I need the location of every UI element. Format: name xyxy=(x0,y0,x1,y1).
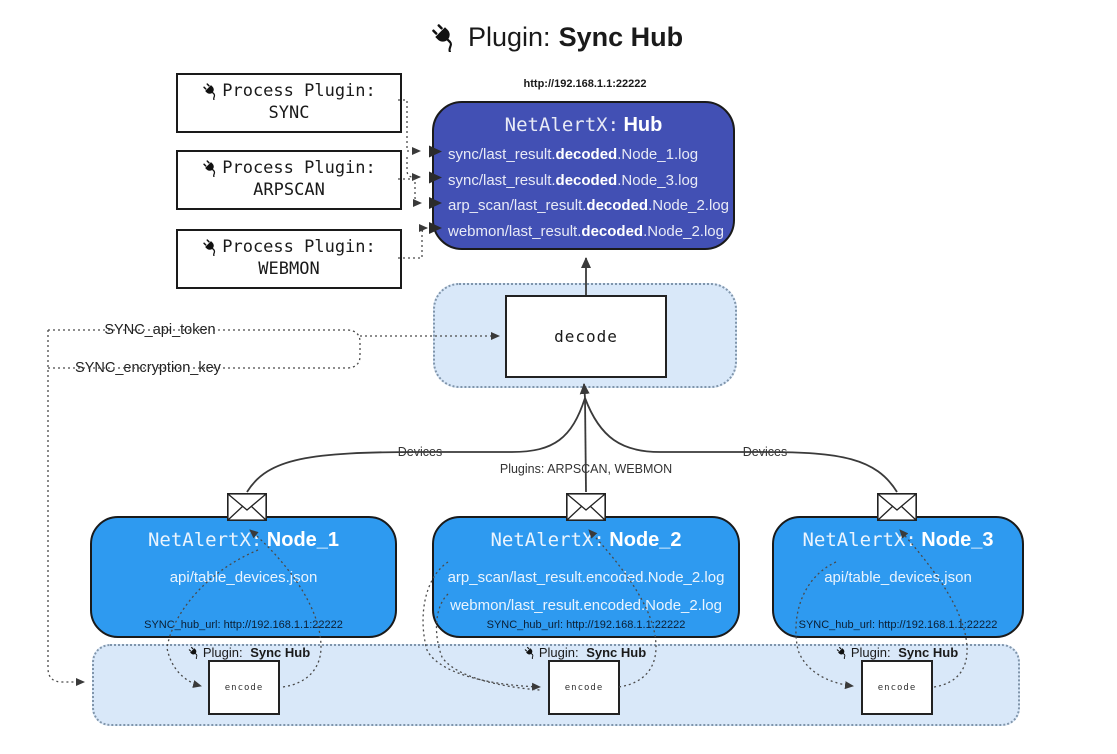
node-file-line: webmon/last_result.encoded.Node_2.log xyxy=(450,597,722,614)
hub-file-line: arp_scan/last_result.decoded.Node_2.log xyxy=(448,197,729,214)
hub-file-line: sync/last_result.decoded.Node_3.log xyxy=(448,171,699,189)
edge-node2-to-decode xyxy=(584,397,587,493)
hub-file-line: webmon/last_result.decoded.Node_2.log xyxy=(448,222,724,240)
hub-file-line: sync/last_result.decoded.Node_1.log xyxy=(448,146,699,163)
edge-secrets-joiner xyxy=(347,329,361,369)
node-box-node2: NetAlertX: Node_2 arp_scan/last_result.e… xyxy=(432,516,740,638)
page-title-bold: Sync Hub xyxy=(558,21,684,52)
plug-icon xyxy=(202,82,221,100)
process-plugin-box-webmon: Process Plugin: WEBMON xyxy=(176,229,402,289)
node-title: NetAlertX: Node_2 xyxy=(490,529,682,551)
sync-api-token-label: SYNC_api_token xyxy=(101,322,219,338)
sync-encryption-key-label: SYNC_encryption_key xyxy=(72,360,224,376)
plug-icon xyxy=(523,646,537,659)
encoder-plugin-label-1: Plugin: Sync Hub xyxy=(187,645,310,660)
encode-box-3: encode xyxy=(861,660,933,715)
plug-icon xyxy=(430,22,460,52)
node-hub-url: SYNC_hub_url: http://192.168.1.1:22222 xyxy=(144,619,343,631)
hub-box: NetAlertX: Hub sync/last_result.decoded.… xyxy=(432,101,735,250)
edge-webmon-to-hub xyxy=(398,224,428,259)
devices-edge-label-right: Devices xyxy=(738,445,792,459)
node-box-node3: NetAlertX: Node_3 api/table_devices.json… xyxy=(772,516,1024,638)
node-file-line: api/table_devices.json xyxy=(169,569,318,586)
process-plugin-label: Process Plugin: xyxy=(222,81,376,101)
node-file-line: api/table_devices.json xyxy=(824,569,972,586)
encoder-plugin-label-3: Plugin: Sync Hub xyxy=(835,645,958,660)
plugins-edge-label: Plugins: ARPSCAN, WEBMON xyxy=(495,462,677,476)
encode-box-2: encode xyxy=(548,660,620,715)
process-plugin-label: Process Plugin: xyxy=(222,158,376,178)
edge-sync-to-hub-2 xyxy=(406,157,421,181)
page-title: Plugin: Sync Hub xyxy=(430,16,683,58)
node-title: NetAlertX: Node_3 xyxy=(802,529,994,551)
node-file-list: api/table_devices.json xyxy=(96,564,391,592)
plug-icon xyxy=(187,646,201,659)
hub-title-bold: Hub xyxy=(623,114,663,136)
process-plugin-label: Process Plugin: xyxy=(222,237,376,257)
page-title-prefix: Plugin: xyxy=(468,21,551,52)
process-plugin-name: SYNC xyxy=(268,103,310,123)
hub-title-prefix: NetAlertX: xyxy=(504,114,620,136)
encoder-plugin-label-2: Plugin: Sync Hub xyxy=(523,645,646,660)
node-box-node1: NetAlertX: Node_1 api/table_devices.json… xyxy=(90,516,397,638)
encode-box-1: encode xyxy=(208,660,280,715)
process-plugin-name: WEBMON xyxy=(258,259,320,279)
hub-url-label: http://192.168.1.1:22222 xyxy=(523,78,647,90)
edge-secrets-to-encoders xyxy=(47,330,85,686)
process-plugin-box-sync: Process Plugin: SYNC xyxy=(176,73,402,133)
node-file-line: arp_scan/last_result.encoded.Node_2.log xyxy=(447,569,725,586)
plug-icon xyxy=(202,159,221,177)
process-plugin-name: ARPSCAN xyxy=(253,180,325,200)
process-plugin-box-arpscan: Process Plugin: ARPSCAN xyxy=(176,150,402,210)
node-file-list: arp_scan/last_result.encoded.Node_2.log … xyxy=(438,564,734,620)
plug-icon xyxy=(202,238,221,256)
hub-title: NetAlertX: Hub xyxy=(434,114,733,137)
node-title: NetAlertX: Node_1 xyxy=(147,529,340,551)
node-hub-url: SYNC_hub_url: http://192.168.1.1:22222 xyxy=(486,619,686,631)
plug-icon xyxy=(835,646,849,659)
hub-file-list: sync/last_result.decoded.Node_1.log sync… xyxy=(448,142,729,244)
decode-box: decode xyxy=(505,295,667,378)
devices-edge-label-left: Devices xyxy=(393,445,447,459)
node-hub-url: SYNC_hub_url: http://192.168.1.1:22222 xyxy=(798,619,998,631)
node-file-list: api/table_devices.json xyxy=(778,564,1018,592)
